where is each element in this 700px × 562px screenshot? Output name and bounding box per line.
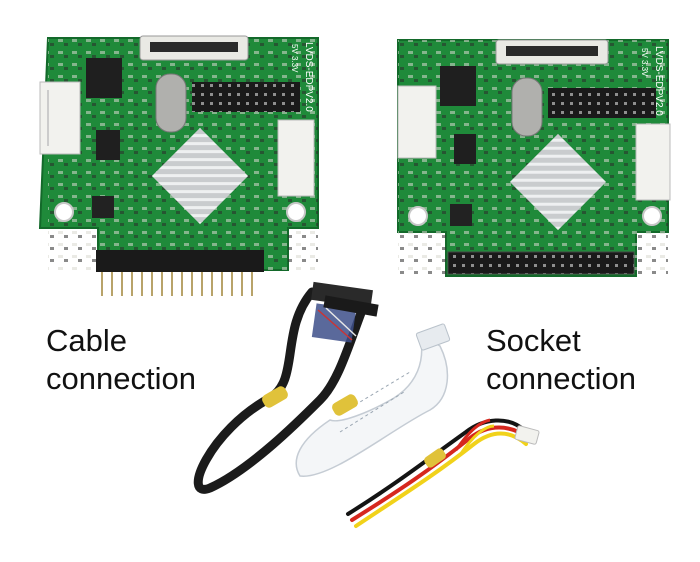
left-board: LVDS-EDPV2.0 5V 3.3V <box>38 35 319 296</box>
board-silkscreen: LVDS-EDPV2.0 <box>303 42 314 112</box>
right-board: LVDS-EDPV2.0 5V 3.3V <box>397 39 671 277</box>
heatsink <box>151 127 249 225</box>
board-silkscreen: LVDS-EDPV2.0 <box>653 46 664 116</box>
cable-tie <box>262 386 288 408</box>
lvds-cable <box>193 287 371 494</box>
wire-yellow <box>354 431 528 528</box>
ic-chip <box>86 58 122 98</box>
jst-connector-right <box>635 123 671 201</box>
pin-header <box>192 82 300 112</box>
mounting-hole <box>286 202 306 222</box>
socket-connection-line2: connection <box>486 361 636 396</box>
wire-black <box>346 418 526 516</box>
pin-header <box>548 88 656 118</box>
gold-pins <box>101 272 253 296</box>
ic-chip <box>440 66 476 106</box>
cables <box>193 281 540 528</box>
cable-tie <box>424 448 446 468</box>
cable-connection-label: Cable connection <box>46 322 196 398</box>
jst-connector-left <box>39 81 81 155</box>
crystal <box>155 73 187 133</box>
crystal <box>511 77 543 137</box>
board-voltage-silkscreen: 5V 3.3V <box>640 48 649 77</box>
jst-connector-right <box>277 119 315 197</box>
socket-connection-label: Socket connection <box>486 322 636 398</box>
inductor <box>450 204 472 226</box>
mounting-hole <box>642 206 662 226</box>
ffc-end-tab <box>415 323 451 351</box>
mounting-hole <box>408 206 428 226</box>
cable-connection-line1: Cable <box>46 323 127 358</box>
cable-connection-line2: connection <box>46 361 196 396</box>
inductor <box>92 196 114 218</box>
jst-connector-left <box>397 85 437 159</box>
ffc-ribbon-cable <box>295 332 449 477</box>
board-voltage-silkscreen: 5V 3.3V <box>290 44 299 73</box>
cable-tie <box>332 394 358 416</box>
jst-plug <box>514 425 540 445</box>
bottom-pin-header <box>96 250 264 272</box>
wire-red <box>350 425 530 522</box>
bottom-socket-row <box>447 251 635 275</box>
heatsink <box>509 133 607 231</box>
mounting-hole <box>54 202 74 222</box>
socket-connection-line1: Socket <box>486 323 581 358</box>
